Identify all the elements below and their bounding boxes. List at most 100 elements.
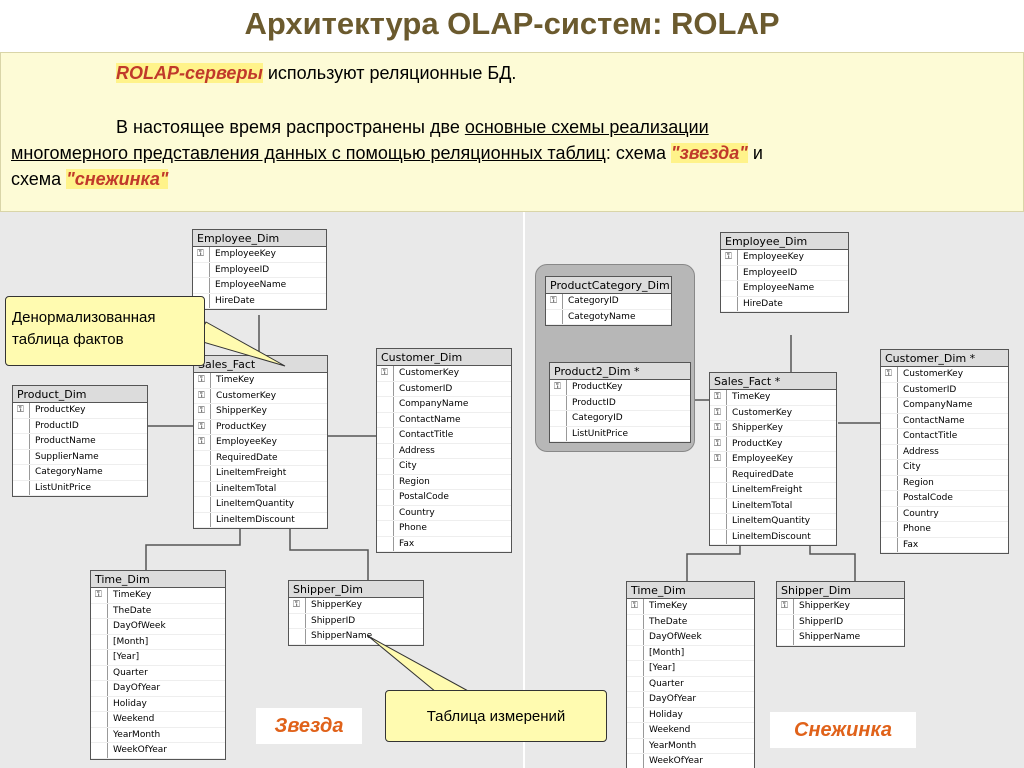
table-field-row: Address (881, 444, 1008, 460)
field-name: EmployeeKey (732, 454, 793, 464)
row-gutter (377, 381, 394, 396)
field-name: CustomerKey (399, 368, 460, 378)
row-gutter (550, 411, 567, 426)
row-gutter (710, 483, 727, 498)
row-gutter (627, 614, 644, 629)
key-icon: ⚿ (381, 368, 388, 378)
field-name: CustomerKey (903, 369, 964, 379)
rolap-servers-highlight: ROLAP-серверы (116, 63, 263, 83)
table-field-row: ⚿CategoryID (546, 294, 671, 310)
key-icon: ⚿ (198, 406, 205, 416)
table-field-row: Address (377, 443, 511, 459)
field-name: LineItemFreight (216, 468, 287, 478)
field-name: LineItemQuantity (732, 516, 811, 526)
row-gutter (881, 537, 898, 552)
row-gutter (194, 481, 211, 496)
row-gutter (377, 521, 394, 536)
field-name: LineItemQuantity (216, 499, 295, 509)
table-field-row: ⚿CustomerKey (194, 388, 327, 404)
row-gutter (13, 465, 30, 480)
table-field-row: CustomerID (377, 381, 511, 397)
table-field-row: Region (377, 474, 511, 490)
field-name: Address (399, 445, 435, 456)
row-gutter (91, 727, 108, 742)
table-field-row: Phone (377, 521, 511, 537)
table-field-row: [Month] (627, 645, 754, 661)
row-gutter (710, 467, 727, 482)
field-name: YearMonth (113, 729, 161, 740)
row-gutter (627, 661, 644, 676)
row-gutter (881, 429, 898, 444)
table-title: Shipper_Dim (777, 582, 904, 599)
table-field-row: ContactTitle (881, 429, 1008, 445)
row-gutter (627, 754, 644, 768)
row-gutter (377, 412, 394, 427)
key-icon: ⚿ (781, 601, 788, 611)
key-icon: ⚿ (197, 249, 204, 259)
field-name: CustomerID (399, 383, 453, 394)
table-field-row: CategotyName (546, 309, 671, 325)
table-field-row: ⚿TimeKey (194, 373, 327, 389)
field-name: SupplierName (35, 451, 99, 462)
table-field-row: ContactName (881, 413, 1008, 429)
slide-title: Архитектура OLAP-систем: ROLAP (244, 6, 780, 41)
fact-table-callout: Денормализованная таблица фактов (5, 296, 205, 366)
table-field-row: LineItemQuantity (194, 497, 327, 513)
field-name: [Month] (649, 647, 685, 658)
key-icon: ⚿ (631, 601, 638, 611)
row-gutter (777, 599, 794, 614)
row-gutter (377, 536, 394, 551)
row-gutter (881, 444, 898, 459)
intro-line-3-end: и (747, 143, 763, 163)
dimension-table-callout: Таблица измерений (385, 690, 607, 742)
field-name: ProductID (35, 420, 79, 431)
field-name: CompanyName (399, 399, 469, 409)
row-gutter (881, 475, 898, 490)
table-field-row: Holiday (627, 707, 754, 723)
row-gutter (710, 498, 727, 513)
field-name: EmployeeKey (216, 437, 277, 447)
row-gutter (710, 529, 727, 544)
field-name: TimeKey (732, 392, 771, 402)
table-field-row: CompanyName (377, 397, 511, 413)
table-field-row: ⚿ProductKey (194, 419, 327, 435)
row-gutter (550, 380, 567, 395)
table-field-row: WeekOfYear (91, 743, 225, 759)
row-gutter (377, 474, 394, 489)
row-gutter (627, 707, 644, 722)
field-name: ProductName (35, 436, 96, 446)
field-name: LineItemDiscount (732, 531, 811, 542)
table-field-row: ⚿TimeKey (627, 599, 754, 615)
table-field-row: ⚿TimeKey (91, 588, 225, 604)
table-field-row: TheDate (91, 603, 225, 619)
table-field-row: PostalCode (881, 491, 1008, 507)
field-name: Fax (903, 539, 919, 550)
field-name: CompanyName (903, 400, 973, 410)
table-field-row: ⚿EmployeeKey (721, 250, 848, 266)
field-name: CategoryID (568, 296, 619, 306)
table-field-row: Region (881, 475, 1008, 491)
table-field-row: [Month] (91, 634, 225, 650)
table-field-row: PostalCode (377, 490, 511, 506)
field-name: YearMonth (649, 740, 697, 751)
field-name: ShipperName (799, 632, 861, 642)
row-gutter (721, 281, 738, 296)
row-gutter (546, 309, 563, 324)
table-field-row: Weekend (91, 712, 225, 728)
row-gutter (13, 403, 30, 418)
field-name: Region (903, 477, 934, 488)
table-field-row: CustomerID (881, 382, 1008, 398)
row-gutter (710, 514, 727, 529)
field-name: EmployeeKey (743, 252, 804, 262)
field-name: ShipperKey (732, 423, 783, 433)
table-field-row: DayOfWeek (91, 619, 225, 635)
table-field-row: CategoryName (13, 465, 147, 481)
field-name: EmployeeName (215, 280, 287, 290)
row-gutter (881, 460, 898, 475)
row-gutter (881, 398, 898, 413)
key-icon: ⚿ (885, 369, 892, 379)
table-field-row: DayOfYear (91, 681, 225, 697)
row-gutter (777, 630, 794, 645)
